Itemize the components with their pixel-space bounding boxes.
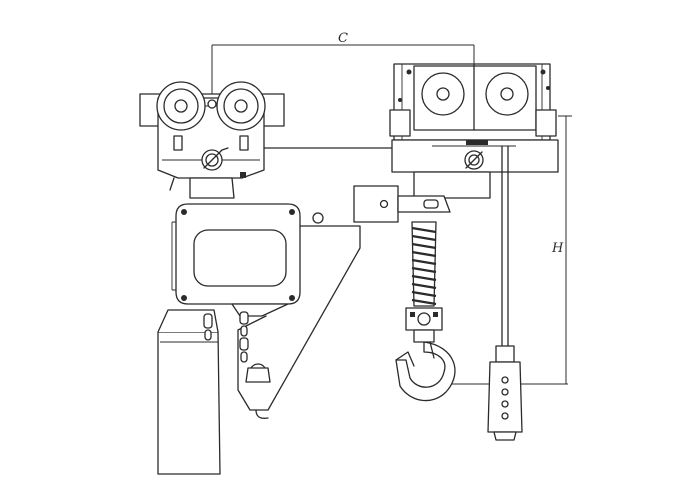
trolley-side-view (139, 81, 393, 199)
dimension-h: H (440, 115, 572, 385)
spring-coils (411, 226, 437, 306)
hoist-body-side-view (157, 203, 361, 475)
load-chain (203, 311, 249, 363)
pendant-control (487, 145, 523, 441)
trolley-end-view (389, 63, 559, 199)
hook-assembly (353, 185, 456, 402)
dimension-c-label: C (338, 31, 348, 46)
dimension-h-label: H (551, 241, 564, 256)
